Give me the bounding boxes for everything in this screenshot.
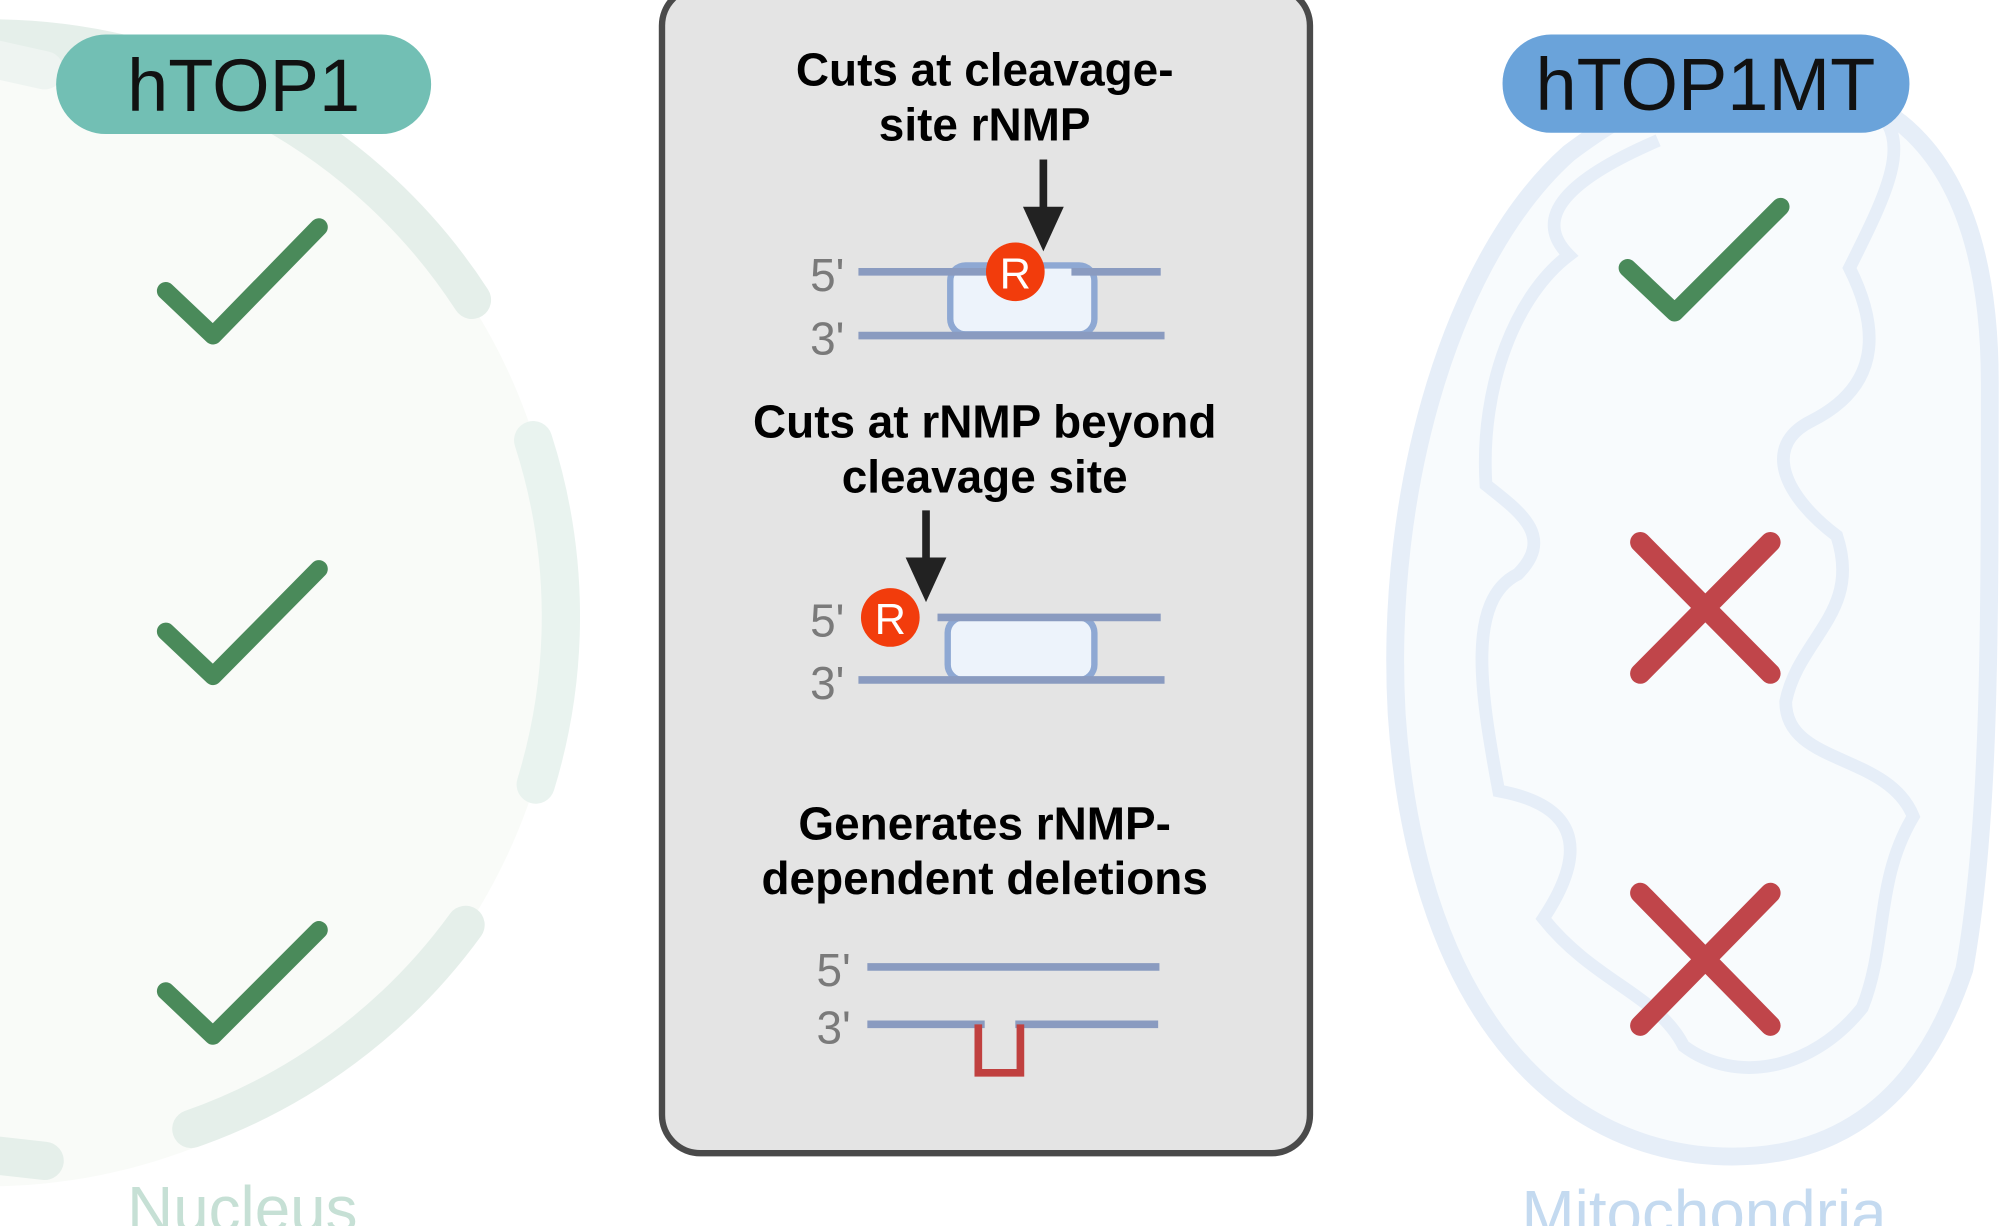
htop1-label: hTOP1 (127, 44, 360, 127)
panel-deletions: Generates rNMP- dependent deletions 5' 3… (762, 797, 1208, 1077)
rnmp-marker (860, 588, 920, 647)
cross-icon (1630, 882, 1781, 1036)
rnmp-marker-label: R (875, 596, 906, 644)
rnmp-marker-label: R (1000, 250, 1031, 298)
panel-title: site rNMP (879, 98, 1091, 150)
htop1-badge (56, 34, 432, 135)
check-icon (1618, 197, 1790, 322)
five-prime-label: 5' (816, 944, 850, 996)
check-icon (156, 218, 328, 345)
panel-title: dependent deletions (762, 852, 1208, 904)
panel-beyond-cleavage-site: Cuts at rNMP beyond cleavage site 5' 3' … (753, 396, 1216, 709)
panel-cleavage-site: Cuts at cleavage- site rNMP 5' 3' R (796, 44, 1174, 365)
five-prime-label: 5' (810, 595, 844, 647)
rnmp-marker (985, 242, 1045, 302)
five-prime-label: 5' (810, 249, 844, 301)
panel-title: Cuts at rNMP beyond (753, 396, 1216, 448)
panel-title: cleavage site (842, 450, 1128, 502)
check-icon (156, 921, 328, 1045)
nucleus-label: Nucleus (127, 1173, 357, 1226)
cross-icon (1630, 532, 1781, 684)
deletion-loop (974, 1024, 1025, 1077)
three-prime-label: 3' (810, 313, 844, 365)
panel-title: Cuts at cleavage- (796, 44, 1174, 96)
htop1mt-badge (1502, 34, 1910, 133)
three-prime-label: 3' (810, 657, 844, 709)
check-icon (156, 560, 328, 686)
comparison-panel (658, 0, 1314, 1157)
panel-title: Generates rNMP- (798, 797, 1170, 849)
mitochondria-label: Mitochondria (1522, 1177, 1888, 1226)
three-prime-label: 3' (816, 1001, 850, 1053)
htop1mt-label: hTOP1MT (1535, 43, 1875, 126)
